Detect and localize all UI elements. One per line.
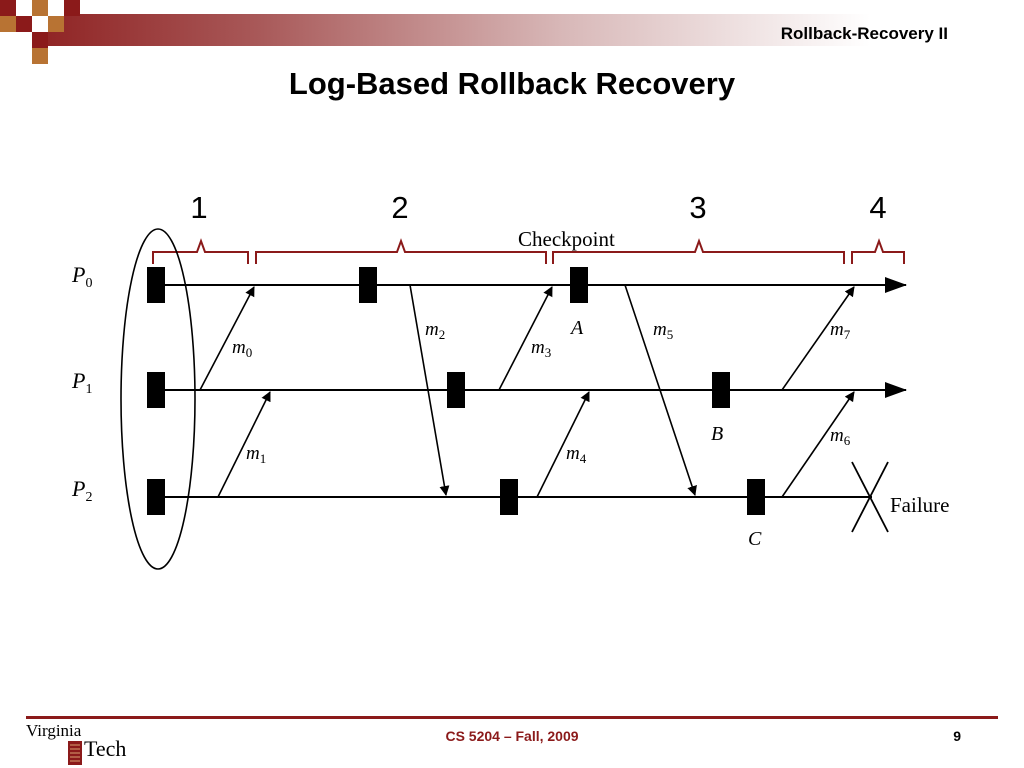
checkpoint-marker-c xyxy=(747,479,765,515)
message-arrow-m7 xyxy=(781,286,855,391)
checkpoint-marker-b xyxy=(712,372,730,408)
header-square-decoration xyxy=(16,16,32,32)
interval-brace-2 xyxy=(255,238,547,264)
process-label-p2: P2 xyxy=(71,476,92,505)
page-number: 9 xyxy=(953,728,961,744)
message-label-m3: m3 xyxy=(531,337,551,360)
failure-x-mark xyxy=(851,461,889,533)
message-label-m2: m2 xyxy=(425,319,445,342)
header-square-decoration xyxy=(64,0,80,16)
checkpoint-marker xyxy=(147,479,165,515)
interval-label-4: 4 xyxy=(869,190,886,225)
message-arrow-m3 xyxy=(498,286,553,391)
message-label-m5: m5 xyxy=(653,319,673,342)
logo-line1: Virginia xyxy=(26,721,82,740)
message-arrow-m6 xyxy=(781,391,855,498)
message-arrow-m1 xyxy=(217,391,271,498)
point-label-b: B xyxy=(711,423,723,445)
header-square-decoration xyxy=(48,0,64,16)
message-arrow-m4 xyxy=(536,391,590,498)
process-label-p0: P0 xyxy=(71,262,92,291)
header-title: Rollback-Recovery II xyxy=(780,24,948,43)
process-label-p1: P1 xyxy=(71,368,92,397)
header-square-decoration xyxy=(32,32,48,48)
header-square-decoration xyxy=(0,16,16,32)
message-label-m4: m4 xyxy=(566,443,587,466)
point-label-a: A xyxy=(569,317,584,339)
message-arrow-m2 xyxy=(409,284,450,496)
header-band xyxy=(0,14,1024,46)
header-square-decoration xyxy=(16,0,32,16)
header-square-decoration xyxy=(32,48,48,64)
message-label-m0: m0 xyxy=(232,337,252,360)
interval-label-1: 1 xyxy=(190,190,207,225)
slide-title: Log-Based Rollback Recovery xyxy=(288,66,736,101)
initial-checkpoint-ellipse xyxy=(120,228,196,570)
message-label-m6: m6 xyxy=(830,425,851,448)
checkpoint-marker xyxy=(147,372,165,408)
interval-brace-1 xyxy=(152,238,249,264)
header-square-decoration xyxy=(48,16,64,32)
logo-line2: Tech xyxy=(84,736,126,761)
message-label-m7: m7 xyxy=(830,319,851,342)
footer-course: CS 5204 – Fall, 2009 xyxy=(445,728,579,744)
footer-divider xyxy=(26,716,998,719)
point-label-c: C xyxy=(748,528,762,550)
checkpoint-marker-a xyxy=(570,267,588,303)
header-square-decoration xyxy=(0,32,16,48)
failure-label: Failure xyxy=(890,493,949,517)
header-square-decoration xyxy=(16,32,32,48)
message-arrow-m5 xyxy=(624,284,697,496)
message-arrow-m0 xyxy=(199,286,255,391)
interval-brace-3 xyxy=(552,238,845,264)
interval-label-3: 3 xyxy=(689,190,706,225)
virginia-tech-logo: Virginia Tech xyxy=(26,721,126,765)
checkpoint-marker xyxy=(147,267,165,303)
interval-label-2: 2 xyxy=(391,190,408,225)
checkpoint-label: Checkpoint xyxy=(518,227,615,251)
checkpoint-marker xyxy=(500,479,518,515)
message-label-m1: m1 xyxy=(246,443,266,466)
interval-brace-4 xyxy=(851,238,905,264)
checkpoint-marker xyxy=(447,372,465,408)
header-square-decoration xyxy=(0,0,16,16)
checkpoint-marker xyxy=(359,267,377,303)
header-square-decoration xyxy=(32,16,48,32)
header-square-decoration xyxy=(32,0,48,16)
